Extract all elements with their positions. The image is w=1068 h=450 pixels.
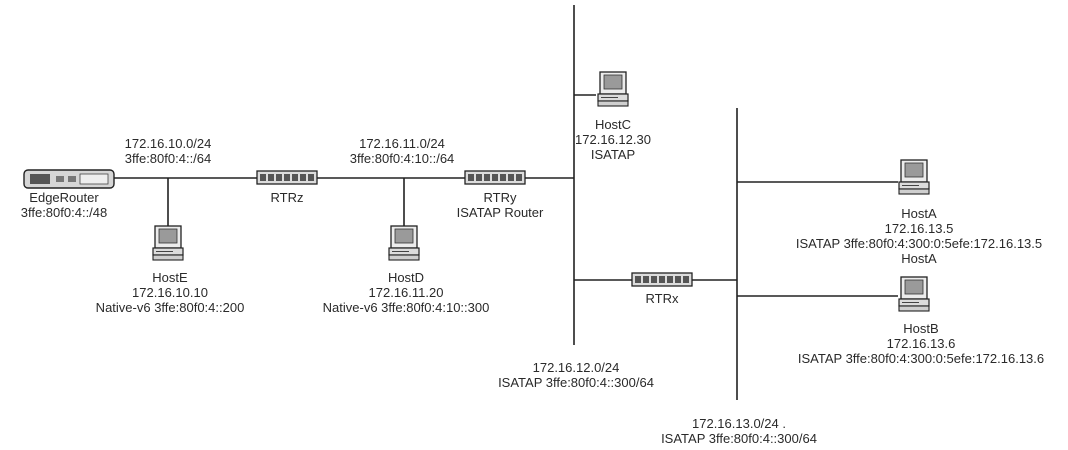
hosta-computer-icon — [898, 159, 930, 195]
rtrx-name: RTRx — [645, 291, 679, 306]
rtry-label: RTRy ISATAP Router — [457, 190, 544, 220]
subnet-13-label: 172.16.13.0/24 . ISATAP 3ffe:80f0:4::300… — [661, 416, 817, 446]
hostc-computer-icon — [597, 71, 629, 107]
hostd-name: HostD — [387, 270, 425, 285]
hostb-ipv4: 172.16.13.6 — [886, 336, 956, 351]
rtry-name: RTRy — [483, 190, 517, 205]
hostc-name: HostC — [594, 117, 632, 132]
subnet-11-label: 172.16.11.0/24 3ffe:80f0:4:10::/64 — [350, 136, 455, 166]
hoste-name: HostE — [152, 270, 188, 285]
hosta-label: HostA 172.16.13.5 ISATAP 3ffe:80f0:4:300… — [796, 206, 1042, 266]
subnet-11-ipv6: 3ffe:80f0:4:10::/64 — [349, 151, 455, 166]
hoste-label: HostE 172.16.10.10 Native-v6 3ffe:80f0:4… — [96, 270, 245, 315]
subnet-12-ipv6: ISATAP 3ffe:80f0:4::300/64 — [498, 375, 654, 390]
subnet-10-ipv4: 172.16.10.0/24 — [124, 136, 212, 151]
hostb-ipv6: ISATAP 3ffe:80f0:4:300:0:5efe:172.16.13.… — [797, 351, 1045, 366]
subnet-10-ipv6: 3ffe:80f0:4::/64 — [124, 151, 212, 166]
hostb-name: HostB — [903, 321, 939, 336]
hostd-label: HostD 172.16.11.20 Native-v6 3ffe:80f0:4… — [323, 270, 490, 315]
hostd-computer-icon — [388, 225, 420, 261]
rtrz-label: RTRz — [271, 190, 304, 205]
edge-router-name: EdgeRouter — [29, 190, 99, 205]
subnet-10-label: 172.16.10.0/24 3ffe:80f0:4::/64 — [125, 136, 212, 166]
rtrz-name: RTRz — [270, 190, 304, 205]
subnet-11-ipv4: 172.16.11.0/24 — [359, 136, 445, 151]
subnet-12-label: 172.16.12.0/24 ISATAP 3ffe:80f0:4::300/6… — [498, 360, 654, 390]
hostd-ipv4: 172.16.11.20 — [368, 285, 444, 300]
subnet-12-ipv4: 172.16.12.0/24 — [532, 360, 620, 375]
rtrz-icon — [256, 170, 318, 185]
hostb-label: HostB 172.16.13.6 ISATAP 3ffe:80f0:4:300… — [798, 321, 1044, 366]
hoste-computer-icon — [152, 225, 184, 261]
rtrx-label: RTRx — [646, 291, 679, 306]
hostc-label: HostC 172.16.12.30 ISATAP — [575, 117, 651, 162]
hoste-ipv6: Native-v6 3ffe:80f0:4::200 — [95, 300, 245, 315]
hosta-extra: HostA — [901, 251, 937, 266]
hosta-ipv4: 172.16.13.5 — [884, 221, 954, 236]
hostb-computer-icon — [898, 276, 930, 312]
edge-router-address: 3ffe:80f0:4::/48 — [20, 205, 108, 220]
network-segments — [114, 5, 898, 400]
hosta-ipv6: ISATAP 3ffe:80f0:4:300:0:5efe:172.16.13.… — [795, 236, 1043, 251]
hosta-name: HostA — [901, 206, 937, 221]
rtrx-icon — [631, 272, 693, 287]
hostc-ipv4: 172.16.12.30 — [575, 132, 651, 147]
rtry-icon — [464, 170, 526, 185]
rtry-role: ISATAP Router — [456, 205, 544, 220]
edge-router-label: EdgeRouter 3ffe:80f0:4::/48 — [21, 190, 108, 220]
hostc-ipv6: ISATAP — [590, 147, 636, 162]
hostd-ipv6: Native-v6 3ffe:80f0:4:10::300 — [322, 300, 490, 315]
edge-router-icon — [23, 169, 115, 189]
subnet-13-ipv6: ISATAP 3ffe:80f0:4::300/64 — [661, 431, 817, 446]
hoste-ipv4: 172.16.10.10 — [132, 285, 208, 300]
subnet-13-ipv4: 172.16.13.0/24 . — [692, 416, 786, 431]
